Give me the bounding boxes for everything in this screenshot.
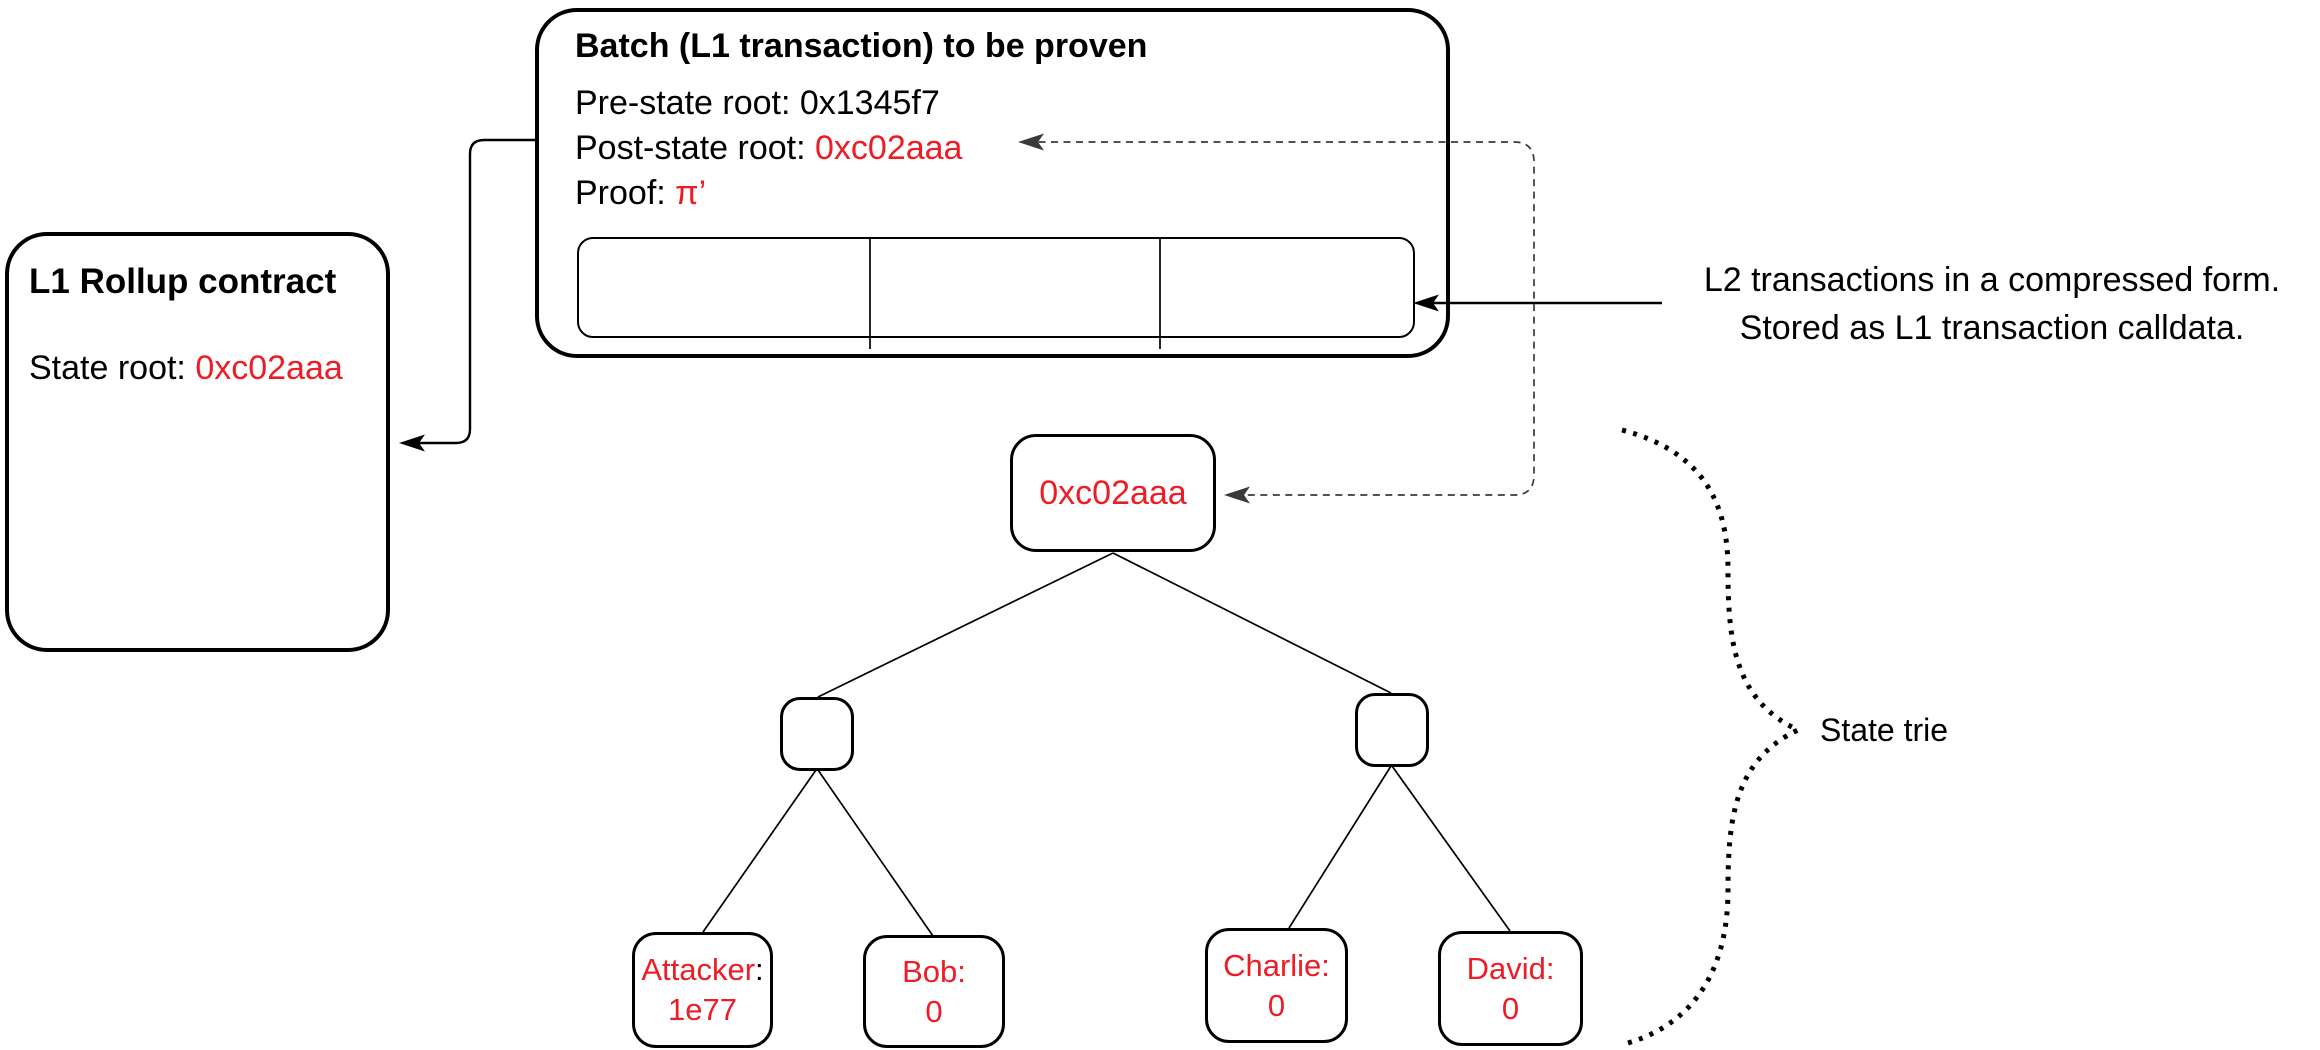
leaf-node-charlie: Charlie: 0 xyxy=(1205,928,1348,1043)
state-root-label: State root: xyxy=(29,349,196,387)
calldata-segments-box xyxy=(577,237,1415,338)
post-state-root-label: Post-state root: xyxy=(575,129,815,167)
leaf-node-david: David: 0 xyxy=(1438,931,1583,1046)
leaf-bob-label: Bob: xyxy=(902,953,966,989)
edge-root-to-right xyxy=(1112,552,1392,694)
leaf-david-value: 0 xyxy=(1501,990,1520,1026)
leaf-attacker-name: Attacker xyxy=(641,952,756,987)
leaf-david-label: David: xyxy=(1466,950,1555,986)
l1-rollup-contract-box: L1 Rollup contract State root: 0xc02aaa xyxy=(5,232,390,652)
edge-right-to-charlie xyxy=(1288,765,1392,929)
leaf-node-attacker: Attacker: 1e77 xyxy=(632,932,773,1048)
leaf-charlie-value: 0 xyxy=(1267,987,1286,1023)
state-trie-label: State trie xyxy=(1820,712,1949,748)
edge-left-to-bob xyxy=(817,769,934,937)
leaf-bob-value: 0 xyxy=(925,993,943,1029)
calldata-note: L2 transactions in a compressed form. St… xyxy=(1660,256,2320,352)
trie-root-value: 0xc02aaa xyxy=(1039,473,1187,512)
leaf-attacker-colon: : xyxy=(755,952,764,987)
trie-intermediate-node-right xyxy=(1355,693,1429,767)
leaf-charlie-label: Charlie: xyxy=(1223,947,1330,983)
batch-fields: Pre-state root: 0x1345f7 Post-state root… xyxy=(575,81,1446,216)
connector-batch-to-l1 xyxy=(404,138,535,445)
post-state-root-line: Post-state root: 0xc02aaa xyxy=(575,126,1446,171)
dashed-arrowhead-into-root-icon xyxy=(1224,486,1250,504)
edge-right-to-david xyxy=(1391,765,1511,932)
arrowhead-into-l1-icon xyxy=(399,434,425,452)
trie-intermediate-node-left xyxy=(780,697,854,771)
leaf-attacker-value: 1e77 xyxy=(668,992,737,1027)
batch-title: Batch (L1 transaction) to be proven xyxy=(575,27,1148,65)
leaf-attacker-label: Attacker: xyxy=(641,950,763,990)
l1-contract-title: L1 Rollup contract xyxy=(29,262,337,301)
leaf-node-bob: Bob: 0 xyxy=(863,935,1005,1048)
post-state-root-value: 0xc02aaa xyxy=(815,129,963,167)
state-root-value: 0xc02aaa xyxy=(195,349,343,387)
edge-root-to-left xyxy=(817,552,1114,698)
calldata-note-line1: L2 transactions in a compressed form. xyxy=(1703,261,2281,299)
edge-left-to-attacker xyxy=(702,769,817,933)
trie-root-node: 0xc02aaa xyxy=(1010,434,1216,552)
calldata-note-line2: Stored as L1 transaction calldata. xyxy=(1739,309,2245,347)
state-trie-brace-icon xyxy=(1621,427,1804,1046)
proof-line: Proof: π’ xyxy=(575,171,1446,216)
proof-value: π’ xyxy=(675,174,707,212)
pre-state-root-line: Pre-state root: 0x1345f7 xyxy=(575,84,940,122)
proof-label: Proof: xyxy=(575,174,676,212)
l1-state-root-line: State root: 0xc02aaa xyxy=(29,349,386,388)
